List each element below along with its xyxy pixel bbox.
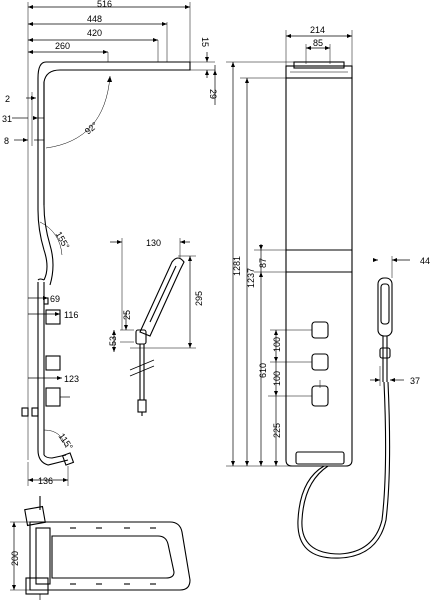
dim-295: 295	[194, 291, 204, 306]
dim-123: 123	[64, 374, 79, 384]
dim-116: 116	[64, 310, 78, 320]
dim-214: 214	[310, 25, 325, 35]
dim-100b: 100	[272, 371, 282, 386]
dim-260: 260	[55, 41, 70, 51]
dim-225: 225	[272, 423, 282, 438]
dim-53: 53	[108, 336, 118, 346]
dim-610: 610	[258, 363, 268, 378]
dim-15: 15	[200, 37, 210, 47]
dim-31: 31	[2, 114, 12, 124]
dim-420: 420	[87, 28, 102, 38]
dim-37: 37	[410, 376, 420, 386]
dim-130: 130	[146, 238, 161, 248]
dim-200: 200	[10, 551, 20, 566]
dim-136: 136	[38, 476, 53, 486]
front-view: 214 85 1281 1237 87 610	[226, 25, 430, 559]
dim-100a: 100	[272, 337, 282, 352]
dim-29: 29	[208, 89, 218, 99]
dim-25: 25	[122, 310, 132, 320]
dim-1237: 1237	[246, 268, 256, 288]
dim-85: 85	[313, 38, 323, 48]
dim-87: 87	[258, 258, 268, 268]
plan-view: 200	[10, 496, 191, 600]
dim-2: 2	[5, 94, 10, 104]
dim-1281: 1281	[232, 256, 242, 276]
side-view: 516 448 420 260 15	[2, 0, 218, 486]
dim-8: 8	[4, 136, 9, 146]
dim-44: 44	[420, 256, 430, 266]
dim-115deg: 115°	[56, 431, 75, 452]
dim-448: 448	[87, 14, 102, 24]
dim-155deg: 155°	[54, 230, 72, 251]
dim-92deg: 92°	[83, 120, 100, 137]
dim-516: 516	[97, 0, 112, 9]
dim-69: 69	[50, 294, 60, 304]
hand-shower-detail: 130 295 25 53	[108, 238, 204, 416]
